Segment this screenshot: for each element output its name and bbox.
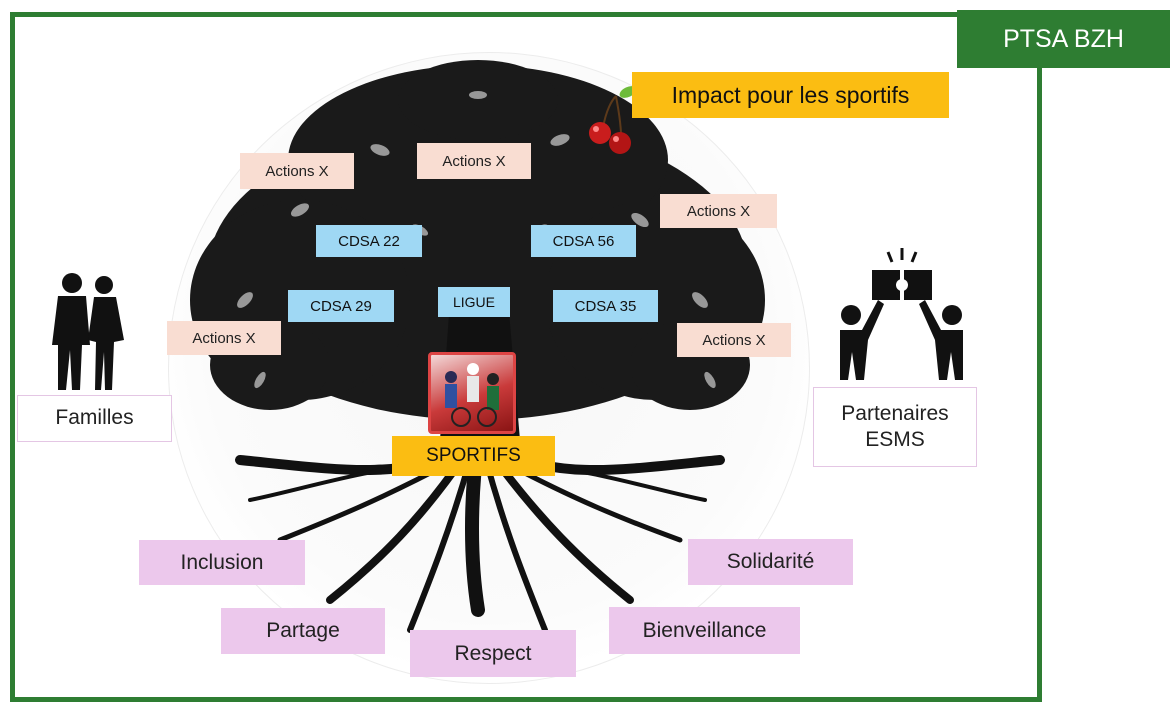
cherries-icon — [589, 86, 637, 154]
impact-label: Impact pour les sportifs — [632, 72, 949, 118]
partenaires-label: Partenaires ESMS — [813, 387, 977, 467]
value-partage: Partage — [221, 608, 385, 654]
actions-label-top-left: Actions X — [240, 153, 354, 189]
value-respect: Respect — [410, 630, 576, 677]
actions-label-left: Actions X — [167, 321, 281, 355]
athletes-group-icon — [445, 363, 499, 427]
cdsa-56-label: CDSA 56 — [531, 225, 636, 257]
couple-silhouette-icon — [52, 273, 124, 390]
familles-text: Familles — [55, 406, 134, 430]
actions-label-top: Actions X — [417, 143, 531, 179]
sportifs-label: SPORTIFS — [392, 436, 555, 476]
ligue-label: LIGUE — [438, 287, 510, 317]
title-tab: PTSA BZH — [957, 10, 1170, 68]
actions-label-right: Actions X — [660, 194, 777, 228]
familles-label: Familles — [17, 395, 172, 442]
actions-label-lower-right: Actions X — [677, 323, 791, 357]
cdsa-35-label: CDSA 35 — [553, 290, 658, 322]
leaf-texture — [237, 91, 716, 389]
sportifs-photo — [428, 352, 516, 434]
value-inclusion: Inclusion — [139, 540, 305, 585]
value-bienveillance: Bienveillance — [609, 607, 800, 654]
partenaires-line1: Partenaires — [841, 401, 949, 425]
value-solidarite: Solidarité — [688, 539, 853, 585]
cdsa-22-label: CDSA 22 — [316, 225, 422, 257]
cdsa-29-label: CDSA 29 — [288, 290, 394, 322]
puzzle-partners-icon — [840, 248, 963, 380]
partenaires-line2: ESMS — [865, 428, 925, 451]
